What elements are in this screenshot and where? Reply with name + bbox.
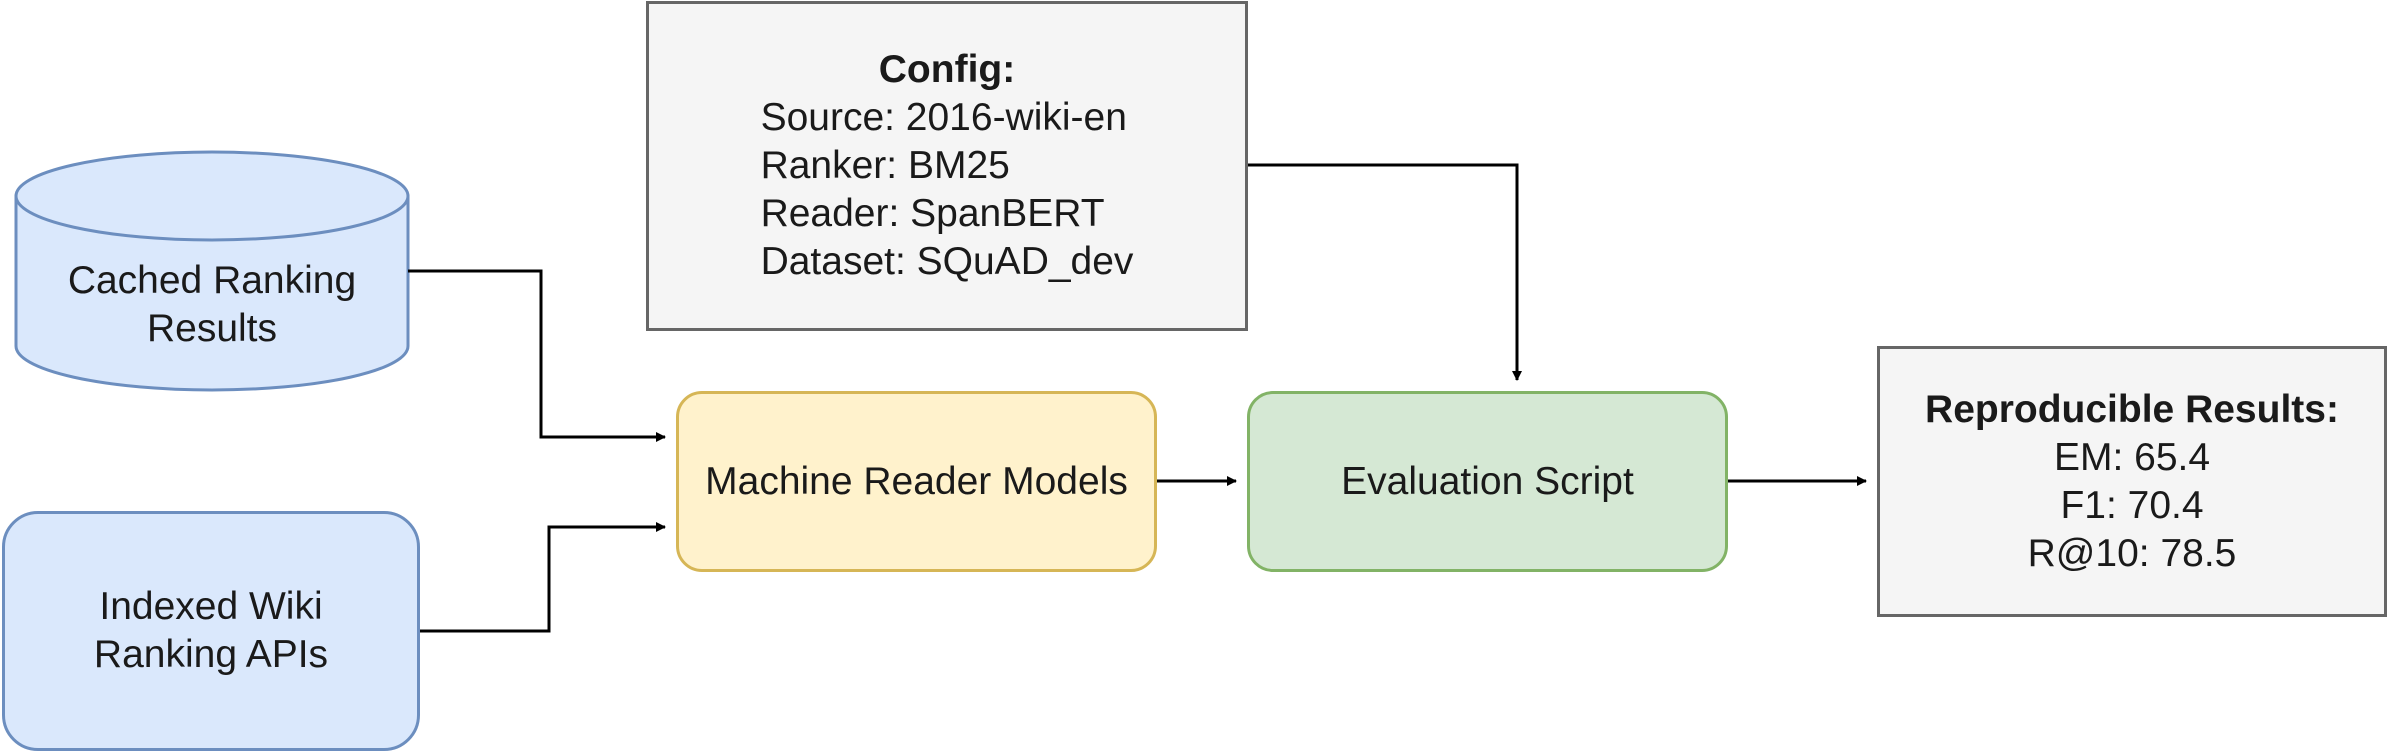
evaluation-script-box: Evaluation Script: [1247, 391, 1728, 572]
cached-label-line-2: Results: [146, 307, 278, 350]
indexed-label-line-1: Indexed Wiki: [99, 585, 323, 628]
config-box: Config: Source: 2016-wiki-en Ranker: BM2…: [646, 1, 1248, 331]
config-source: Source: 2016-wiki-en: [760, 96, 1127, 139]
reproducible-results-box: Reproducible Results: EM: 65.4 F1: 70.4 …: [1877, 346, 2387, 617]
reader-label: Machine Reader Models: [705, 459, 1128, 503]
config-dataset: Dataset: SQuAD_dev: [760, 240, 1134, 283]
config-reader: Reader: SpanBERT: [760, 192, 1105, 235]
edge-indexed-to-reader: [420, 522, 666, 633]
cached-ranking-results-label: Cached Ranking Results: [16, 240, 408, 370]
evaluation-label: Evaluation Script: [1341, 459, 1634, 503]
cached-ranking-results-cylinder: [14, 150, 410, 392]
results-em: EM: 65.4: [2053, 435, 2211, 479]
config-ranker: Ranker: BM25: [760, 144, 1010, 187]
edge-config-to-evaluation: [1248, 163, 1522, 381]
cached-label-line-1: Cached Ranking: [67, 259, 357, 302]
results-r10: R@10: 78.5: [2027, 531, 2237, 575]
results-f1: F1: 70.4: [2060, 483, 2204, 527]
indexed-label-line-2: Ranking APIs: [93, 633, 329, 676]
results-title: Reproducible Results:: [1925, 387, 2339, 431]
config-title: Config:: [878, 48, 1016, 91]
indexed-wiki-ranking-apis-box: Indexed Wiki Ranking APIs: [2, 511, 420, 751]
edge-cached-to-reader: [408, 269, 666, 442]
machine-reader-models-box: Machine Reader Models: [676, 391, 1157, 572]
